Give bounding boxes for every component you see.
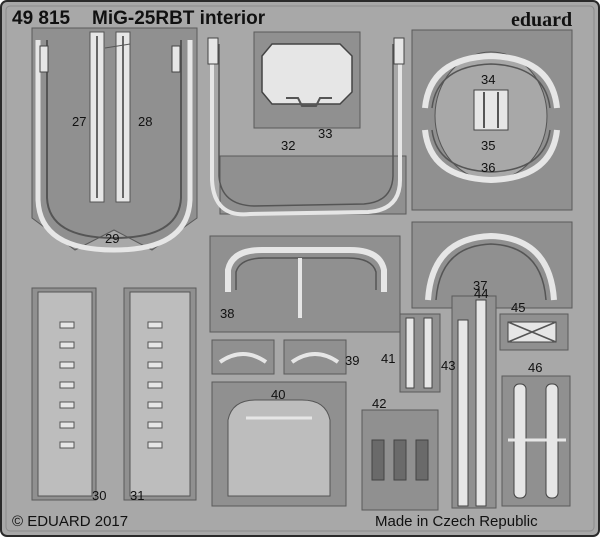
part-29-plate bbox=[31, 27, 198, 251]
part-label-37: 37 bbox=[473, 278, 487, 293]
copyright-text: © EDUARD 2017 bbox=[12, 513, 128, 530]
part-label-29: 29 bbox=[105, 231, 119, 246]
part-label-44: 44 bbox=[474, 286, 488, 301]
part-36-arc bbox=[422, 129, 560, 184]
part-30-switches bbox=[59, 321, 75, 449]
part-label-40: 40 bbox=[271, 387, 285, 402]
part-group-37 bbox=[411, 221, 573, 309]
part-label-35: 35 bbox=[481, 138, 495, 153]
part-label-42: 42 bbox=[372, 396, 386, 411]
part-35-bracket bbox=[473, 89, 509, 131]
part-31-switches bbox=[147, 321, 163, 449]
part-29-u-inner bbox=[46, 40, 182, 240]
part-32-frame-inner bbox=[218, 44, 394, 207]
part-41-strip-a bbox=[405, 317, 415, 389]
part-29-tab-left bbox=[39, 45, 49, 73]
part-label-31: 31 bbox=[130, 488, 144, 503]
part-31-panel bbox=[129, 291, 191, 497]
part-45-cross bbox=[507, 321, 557, 343]
part-label-38: 38 bbox=[220, 306, 234, 321]
part-39-right-arc bbox=[290, 352, 340, 364]
part-32-frame bbox=[210, 40, 402, 217]
part-group-45 bbox=[499, 313, 569, 351]
part-label-46: 46 bbox=[528, 360, 542, 375]
part-33-detail bbox=[286, 97, 332, 107]
part-37-arc bbox=[425, 232, 557, 301]
part-group-43-44 bbox=[451, 295, 497, 509]
part-42-pad-c bbox=[415, 439, 429, 481]
part-label-33: 33 bbox=[318, 126, 332, 141]
part-label-27: 27 bbox=[72, 114, 86, 129]
part-group-27-29 bbox=[31, 27, 198, 253]
part-42-pad-b bbox=[393, 439, 407, 481]
part-38-frame bbox=[225, 247, 387, 292]
part-43-strip bbox=[457, 319, 469, 507]
part-39-right bbox=[283, 339, 347, 375]
part-group-34-36 bbox=[411, 29, 573, 211]
part-29-tab-right bbox=[171, 45, 181, 73]
part-label-30: 30 bbox=[92, 488, 106, 503]
part-group-32-33 bbox=[207, 31, 407, 232]
part-39-left bbox=[211, 339, 275, 375]
part-38-frame-inner bbox=[235, 257, 377, 290]
part-37-arc-inner bbox=[435, 243, 547, 301]
part-30-panel bbox=[37, 291, 93, 497]
part-32-tab-left bbox=[207, 37, 219, 65]
part-group-38 bbox=[209, 235, 401, 333]
part-group-41 bbox=[399, 313, 441, 393]
part-label-28: 28 bbox=[138, 114, 152, 129]
part-27-28-bridge bbox=[104, 43, 131, 49]
part-group-30 bbox=[31, 287, 97, 501]
part-group-46 bbox=[501, 375, 571, 507]
part-label-36: 36 bbox=[481, 160, 495, 175]
part-44-strip bbox=[475, 299, 487, 507]
sheet-code: 49 815 bbox=[12, 8, 71, 29]
sheet-title: MiG-25RBT interior bbox=[92, 8, 266, 29]
part-32-tab-right bbox=[393, 37, 405, 65]
part-34-arc-inner bbox=[431, 63, 551, 109]
part-39-left-arc bbox=[218, 352, 268, 364]
brand-logo: eduard bbox=[511, 9, 572, 31]
origin-text: Made in Czech Republic bbox=[375, 513, 538, 530]
part-label-43: 43 bbox=[441, 358, 455, 373]
fret-inner-edge bbox=[5, 5, 595, 532]
part-label-41: 41 bbox=[381, 351, 395, 366]
part-label-32: 32 bbox=[281, 138, 295, 153]
part-group-31 bbox=[123, 287, 197, 501]
part-36-arc-inner bbox=[431, 129, 551, 173]
part-group-40 bbox=[211, 381, 347, 507]
part-label-34: 34 bbox=[481, 72, 495, 87]
part-40-panel bbox=[227, 399, 331, 497]
part-group-39 bbox=[211, 339, 347, 375]
part-34-arc bbox=[422, 52, 560, 109]
part-41-strip-b bbox=[423, 317, 433, 389]
part-42-pad-a bbox=[371, 439, 385, 481]
part-label-39: 39 bbox=[345, 353, 359, 368]
part-29-u-frame bbox=[35, 40, 193, 253]
part-group-42 bbox=[361, 409, 439, 511]
part-33-panel bbox=[261, 43, 353, 105]
part-label-45: 45 bbox=[511, 300, 525, 315]
